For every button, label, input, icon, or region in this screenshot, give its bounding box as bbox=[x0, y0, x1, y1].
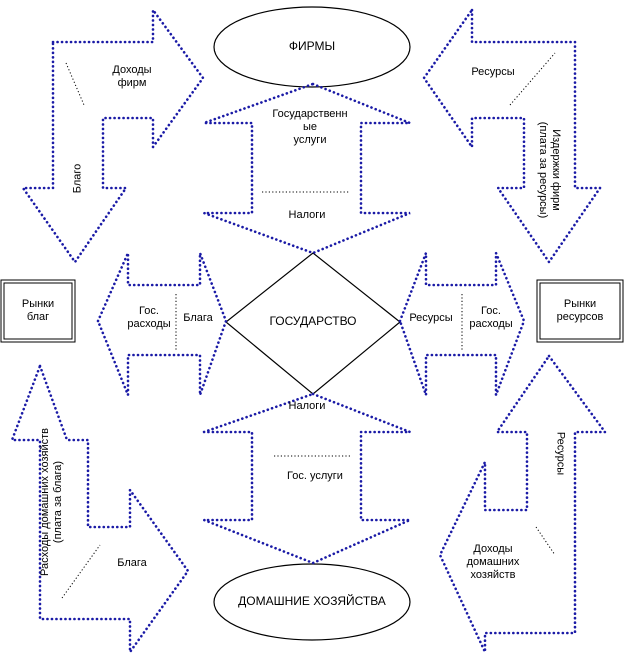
bottom-left-separator bbox=[61, 544, 101, 599]
resources-to-firms-label: Ресурсы bbox=[471, 66, 515, 78]
bottom-right-arrow bbox=[438, 353, 608, 653]
household-income-label: Доходы домашних хозяйств bbox=[466, 543, 520, 581]
top-right-arrow bbox=[422, 5, 603, 265]
gov-spending-left-label: Гос. расходы bbox=[127, 305, 171, 330]
top-left-separator bbox=[65, 62, 85, 106]
resources-market-box bbox=[536, 279, 624, 343]
gov-spending-right-label: Гос. расходы bbox=[469, 305, 513, 330]
resources-market-box-inner bbox=[539, 282, 621, 340]
goods-market-label: Рынки благ bbox=[21, 298, 55, 323]
bottom-left-arrow bbox=[10, 362, 190, 656]
bottom-right-separator bbox=[535, 526, 556, 556]
gov-services-top-label: Государственн ые услуги bbox=[272, 108, 348, 146]
taxes-top-label: Налоги bbox=[288, 209, 326, 221]
goods-market-box bbox=[0, 279, 76, 343]
resources-from-households-label: Ресурсы bbox=[554, 431, 567, 476]
goods-to-market-label: Благо bbox=[71, 163, 84, 194]
firms-label: ФИРМЫ bbox=[288, 39, 336, 53]
right-center-arrow bbox=[398, 252, 526, 396]
household-spending-label: Расходы домашних хозяйств (плата за благ… bbox=[39, 428, 64, 576]
top-right-separator bbox=[509, 52, 556, 106]
goods-left-label: Блага bbox=[183, 312, 213, 324]
firms-ellipse bbox=[213, 6, 411, 88]
state-label: ГОСУДАРСТВО bbox=[269, 314, 357, 328]
resources-right-label: Ресурсы bbox=[409, 312, 453, 324]
taxes-bottom-label: Налоги bbox=[288, 400, 326, 412]
households-ellipse bbox=[213, 563, 411, 641]
firm-costs-label: Издержки фирм (плата за ресурсы) bbox=[537, 121, 562, 219]
bottom-center-arrow bbox=[203, 392, 411, 565]
firm-revenue-label: Доходы фирм bbox=[112, 64, 152, 89]
left-center-arrow bbox=[96, 252, 228, 396]
gov-services-bottom-label: Гос. услуги bbox=[287, 470, 343, 482]
goods-to-households-label: Блага bbox=[117, 557, 147, 569]
households-label: ДОМАШНИЕ ХОЗЯЙСТВА bbox=[238, 594, 386, 608]
goods-market-box-inner bbox=[3, 282, 73, 340]
resources-market-label: Рынки ресурсов bbox=[556, 298, 604, 323]
top-left-arrow bbox=[20, 6, 205, 265]
